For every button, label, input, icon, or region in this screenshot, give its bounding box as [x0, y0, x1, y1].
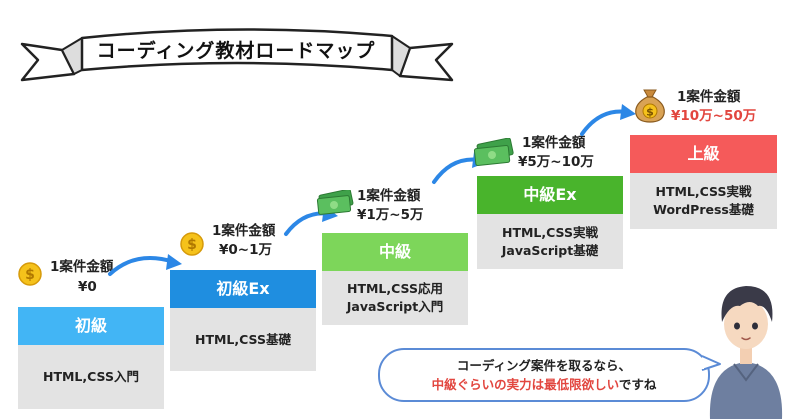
bubble-line1: コーディング案件を取るなら、: [456, 358, 632, 373]
step-topics: HTML,CSS応用 JavaScript入門: [322, 271, 468, 325]
step3-price-value: ¥1万~5万: [357, 207, 424, 223]
svg-text:$: $: [25, 267, 35, 283]
step-topics: HTML,CSS実戦 JavaScript基礎: [477, 214, 623, 269]
topic: HTML,CSS基礎: [195, 331, 291, 347]
step-header: 上級: [630, 135, 777, 173]
step2-price-label: 1案件金額: [212, 223, 276, 239]
step4-price-label: 1案件金額: [522, 135, 586, 151]
step-header: 中級Ex: [477, 176, 623, 214]
step-topics: HTML,CSS実戦 WordPress基礎: [630, 173, 777, 229]
page-title: コーディング教材ロードマップ: [96, 40, 376, 62]
coin-icon: $: [180, 232, 204, 256]
step-header: 初級: [18, 307, 164, 345]
bubble-line2-rest: ですね: [618, 377, 657, 392]
topic: HTML,CSS入門: [43, 369, 139, 384]
curved-arrow-icon: [580, 104, 636, 136]
step-topics: HTML,CSS基礎: [170, 308, 316, 371]
speech-bubble: コーディング案件を取るなら、 中級ぐらいの実力は最低限欲しいですね: [378, 348, 710, 402]
cash-stack-icon: [316, 190, 354, 215]
step-topics: HTML,CSS入門: [18, 345, 164, 409]
coin-icon: $: [18, 262, 42, 286]
step2-price-value: ¥0~1万: [219, 242, 272, 258]
money-bag-icon: $: [635, 89, 665, 123]
topic: WordPress基礎: [653, 202, 754, 217]
curved-arrow-icon: [108, 254, 182, 276]
bubble-highlight: 中級ぐらいの実力は最低限欲しい: [431, 377, 619, 392]
cash-stack-icon: [473, 138, 514, 167]
step5-price-value: ¥10万~50万: [671, 108, 757, 124]
step-header: 中級: [322, 233, 468, 271]
step-card-beginner-ex: 初級Ex HTML,CSS基礎: [170, 270, 316, 371]
topic: HTML,CSS実戦: [655, 184, 752, 199]
step-card-intermediate-ex: 中級Ex HTML,CSS実戦 JavaScript基礎: [477, 176, 623, 269]
topic: HTML,CSS応用: [347, 281, 443, 296]
step4-price-value: ¥5万~10万: [518, 154, 594, 170]
bubble-tail: [700, 355, 721, 371]
svg-text:$: $: [646, 106, 654, 119]
step-card-intermediate: 中級 HTML,CSS応用 JavaScript入門: [322, 233, 468, 325]
step5-price-label: 1案件金額: [677, 89, 741, 105]
person-illustration: [709, 286, 783, 419]
svg-text:$: $: [187, 237, 197, 253]
step1-price-value: ¥0: [78, 279, 97, 295]
step-header: 初級Ex: [170, 270, 316, 308]
topic: JavaScript入門: [346, 299, 444, 314]
topic: HTML,CSS実戦: [502, 224, 598, 240]
topic: JavaScript基礎: [501, 242, 599, 258]
step-card-beginner: 初級 HTML,CSS入門: [18, 307, 164, 409]
bubble-line2: 中級ぐらいの実力は最低限欲しいですね: [380, 375, 708, 394]
step-card-advanced: 上級 HTML,CSS実戦 WordPress基礎: [630, 135, 777, 229]
step3-price-label: 1案件金額: [357, 188, 421, 204]
step1-price-label: 1案件金額: [50, 259, 114, 275]
